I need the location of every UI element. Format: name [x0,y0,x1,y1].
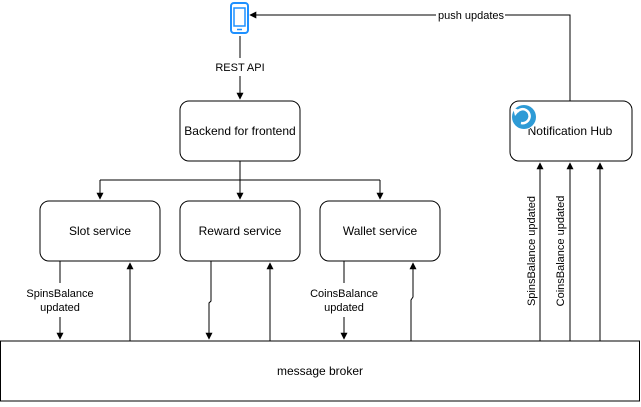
notification-hub-label: Notification Hub [528,124,613,138]
refresh-arrow-icon [511,104,537,130]
message-broker-label: message broker [277,364,363,378]
spins-balance-label-line2: updated [40,302,80,314]
broker-hub-edges: SpinsBalance updated CoinsBalance update… [524,162,604,341]
reward-service-label: Reward service [199,224,282,238]
wallet-broker-edges: CoinsBalance updated [310,261,417,341]
wallet-service-node: Wallet service [319,200,441,262]
backend-for-frontend-label: Backend for frontend [184,124,295,138]
wallet-service-label: Wallet service [343,224,418,238]
bff-to-services-edges [96,161,384,200]
coins-balance-label-line2: updated [324,302,364,314]
slot-service-label: Slot service [69,224,131,238]
mobile-phone-icon [230,2,249,34]
hub-spins-balance-label: SpinsBalance updated [526,196,538,306]
slot-service-node: Slot service [39,200,161,262]
reward-broker-edges [205,261,274,341]
hub-coins-balance-label: CoinsBalance updated [555,196,567,307]
push-updates-label: push updates [438,10,505,22]
rest-api-edge: REST API [215,36,265,100]
message-broker-node: message broker [0,340,640,402]
push-updates-edge: push updates [249,10,571,101]
backend-for-frontend-node: Backend for frontend [179,100,301,162]
coins-balance-label-line1: CoinsBalance [310,288,378,300]
reward-service-node: Reward service [179,200,301,262]
notification-hub-node: Notification Hub [509,100,633,162]
spins-balance-label-line1: SpinsBalance [26,288,93,300]
slot-broker-edges: SpinsBalance updated [26,261,134,341]
rest-api-label: REST API [215,62,264,74]
